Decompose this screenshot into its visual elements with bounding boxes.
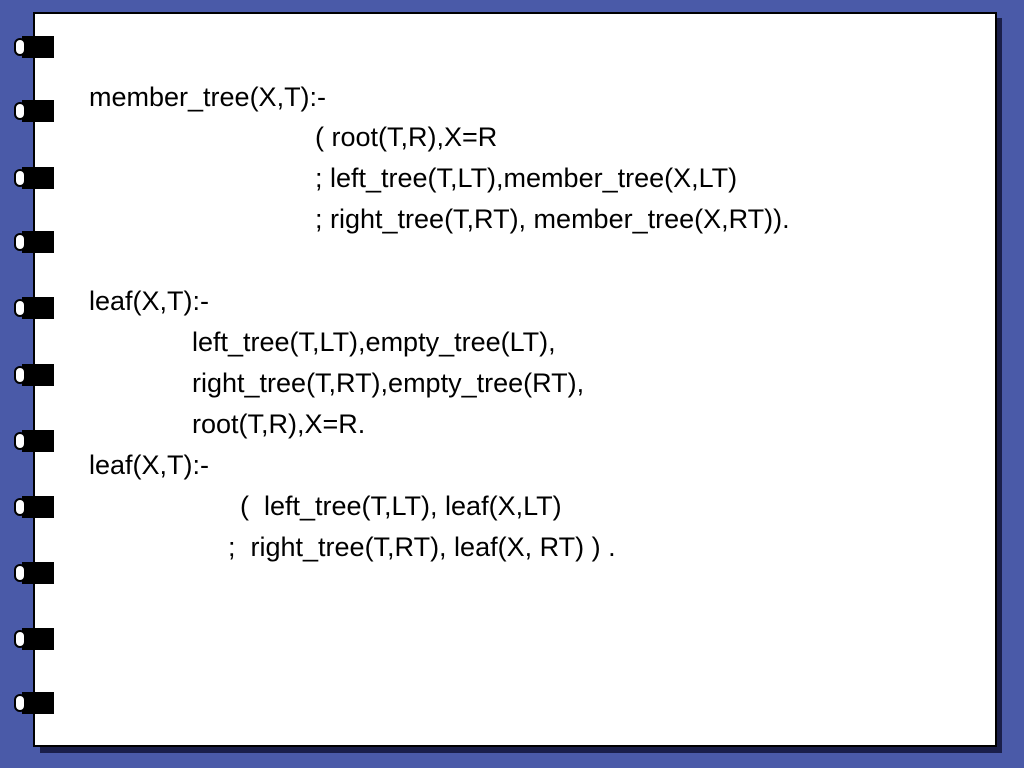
binder-ring-icon: [14, 36, 54, 58]
code-line: root(T,R),X=R.: [192, 409, 366, 439]
code-line: ( root(T,R),X=R: [315, 122, 498, 152]
slide-page: member_tree(X,T):- ( root(T,R),X=R ; lef…: [33, 12, 997, 747]
code-block: member_tree(X,T):- ( root(T,R),X=R ; lef…: [35, 14, 995, 745]
binder-ring-icon: [14, 496, 54, 518]
binder-rings: [14, 0, 56, 768]
code-line: left_tree(T,LT),empty_tree(LT),: [192, 327, 556, 357]
binder-ring-icon: [14, 562, 54, 584]
code-line: ; left_tree(T,LT),member_tree(X,LT): [315, 163, 738, 193]
binder-ring-icon: [14, 167, 54, 189]
code-line: leaf(X,T):-: [89, 286, 210, 316]
binder-ring-icon: [14, 628, 54, 650]
code-line: ; right_tree(T,RT), member_tree(X,RT)).: [315, 204, 790, 234]
binder-ring-icon: [14, 430, 54, 452]
code-line: leaf(X,T):-: [89, 450, 210, 480]
binder-ring-icon: [14, 231, 54, 253]
binder-ring-icon: [14, 692, 54, 714]
binder-ring-icon: [14, 100, 54, 122]
code-line: right_tree(T,RT),empty_tree(RT),: [192, 368, 585, 398]
code-line: member_tree(X,T):-: [89, 82, 327, 112]
code-line: ( left_tree(T,LT), leaf(X,LT): [240, 491, 562, 521]
code-line: ; right_tree(T,RT), leaf(X, RT) ) .: [228, 532, 616, 562]
binder-ring-icon: [14, 364, 54, 386]
binder-ring-icon: [14, 297, 54, 319]
